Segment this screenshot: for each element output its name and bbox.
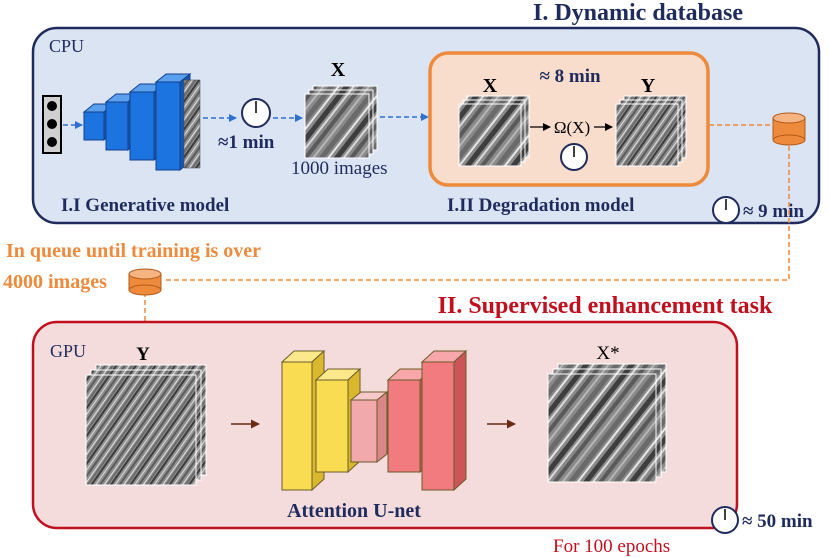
stopwatch-icon bbox=[241, 98, 271, 128]
gpu-y-label: Y bbox=[136, 344, 150, 365]
generative-model-label: I.I Generative model bbox=[61, 195, 229, 216]
stopwatch-icon bbox=[560, 143, 588, 171]
gpu-time: ≈ 50 min bbox=[742, 511, 813, 532]
queue-count: 4000 images bbox=[3, 271, 107, 293]
gpu-y-stack bbox=[85, 364, 207, 486]
generative-time: ≈1 min bbox=[218, 132, 275, 153]
x-image-stack bbox=[304, 85, 378, 159]
gpu-label: GPU bbox=[50, 341, 86, 361]
gpu-xstar-stack bbox=[547, 363, 667, 483]
attention-unet-blocks bbox=[280, 349, 468, 492]
degradation-model-label: I.II Degradation model bbox=[447, 195, 634, 216]
stopwatch-icon bbox=[711, 506, 739, 534]
generated-image-slice bbox=[183, 79, 201, 169]
epochs-label: For 100 epochs bbox=[553, 536, 670, 557]
x-image-label: X bbox=[331, 59, 346, 81]
degradation-time: ≈ 8 min bbox=[539, 66, 601, 87]
cpu-title: I. Dynamic database bbox=[533, 0, 743, 26]
degradation-x-label: X bbox=[483, 75, 498, 97]
degradation-operator: Ω(X) bbox=[554, 118, 590, 137]
degradation-y-label: Y bbox=[641, 75, 656, 97]
degradation-y-stack bbox=[615, 95, 687, 167]
stopwatch-icon bbox=[712, 196, 740, 224]
queue-text: In queue until training is over bbox=[6, 240, 261, 262]
gpu-xstar-label: X* bbox=[596, 343, 619, 364]
queue-connector bbox=[144, 124, 790, 321]
unet-label: Attention U-net bbox=[287, 500, 421, 522]
latent-vector-icon bbox=[42, 95, 62, 154]
degradation-x-stack bbox=[458, 95, 530, 167]
cpu-total-time: ≈ 9 min bbox=[743, 201, 805, 222]
images-count: 1000 images bbox=[291, 158, 388, 179]
database-icon bbox=[128, 268, 162, 296]
database-icon bbox=[772, 112, 806, 146]
gpu-title: II. Supervised enhancement task bbox=[438, 293, 773, 319]
cpu-label: CPU bbox=[49, 36, 84, 56]
